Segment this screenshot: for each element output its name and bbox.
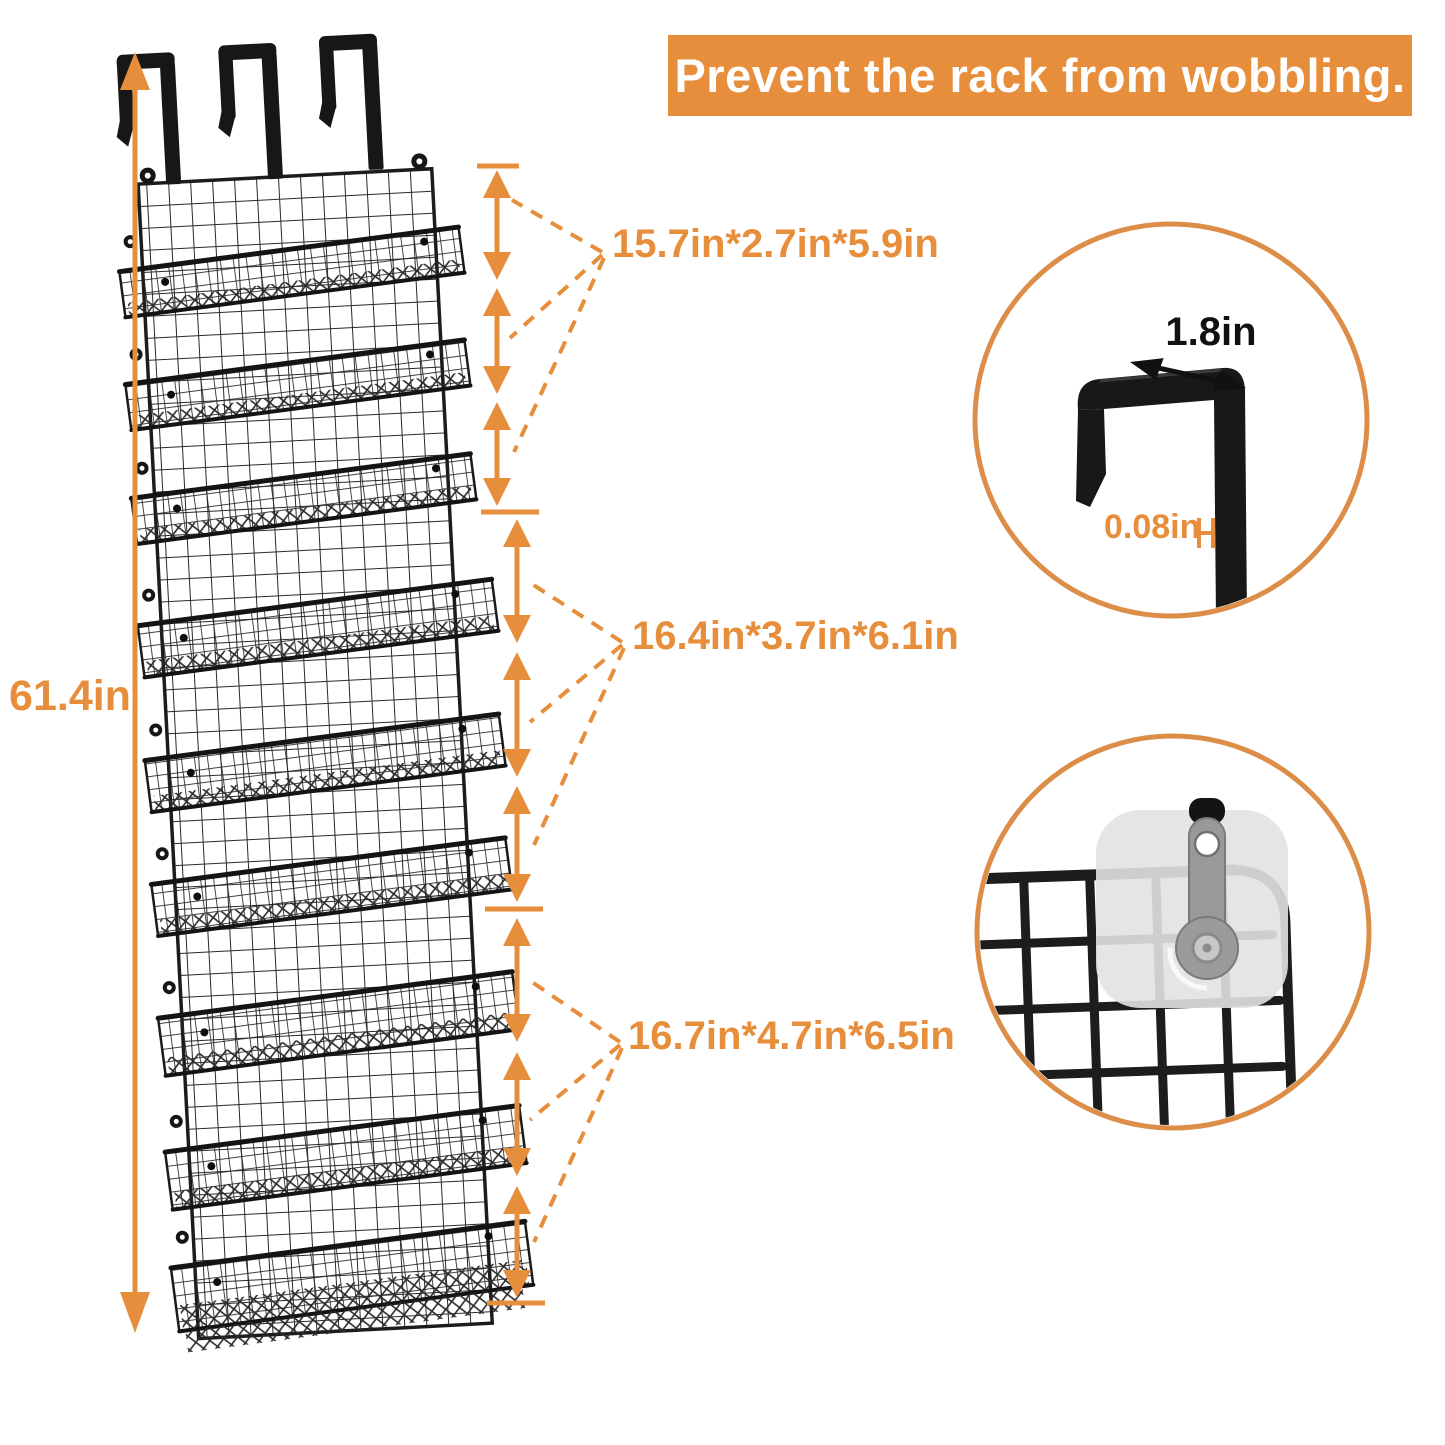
hook-thickness-marker	[1197, 518, 1215, 548]
basket-large	[168, 1218, 536, 1353]
adhesive-anchor-icon	[1096, 798, 1288, 1008]
basket-medium	[148, 835, 515, 938]
hook-width-label: 1.8in	[1165, 310, 1257, 354]
basket-medium	[142, 711, 508, 815]
anchor-detail-inset	[974, 733, 1372, 1131]
wire-baskets	[116, 224, 536, 1353]
basket-small	[116, 224, 467, 320]
side-eyelets	[123, 235, 189, 1244]
inset-ring	[972, 221, 1370, 619]
door-hook-icon	[318, 33, 384, 170]
basket-medium	[135, 576, 501, 680]
door-hook-icon	[116, 52, 182, 185]
basket-small	[122, 337, 473, 433]
total-height-label: 61.4in	[9, 672, 131, 720]
tier-size-label-large: 16.7in*4.7in*6.5in	[628, 1014, 955, 1058]
leader-lines	[508, 198, 626, 1243]
hook-thickness-label: 0.08in	[1104, 508, 1201, 546]
height-dimension-arrow	[120, 52, 150, 1333]
banner: Prevent the rack from wobbling.	[668, 35, 1412, 116]
banner-text: Prevent the rack from wobbling.	[674, 49, 1406, 102]
tier-measurement-arrows	[477, 163, 545, 1306]
hook-closeup-icon	[1076, 367, 1247, 613]
door-hook-icon	[218, 43, 283, 180]
over-door-hooks	[116, 33, 384, 185]
hook-detail-inset	[972, 221, 1370, 619]
basket-large	[162, 1102, 529, 1212]
tier-size-label-medium: 16.4in*3.7in*6.1in	[632, 614, 959, 658]
tier-size-label-small: 15.7in*2.7in*5.9in	[612, 222, 939, 266]
mount-eyelet	[139, 153, 428, 184]
hook-width-arrow	[1130, 358, 1246, 392]
door-rack-illustration	[116, 33, 536, 1353]
